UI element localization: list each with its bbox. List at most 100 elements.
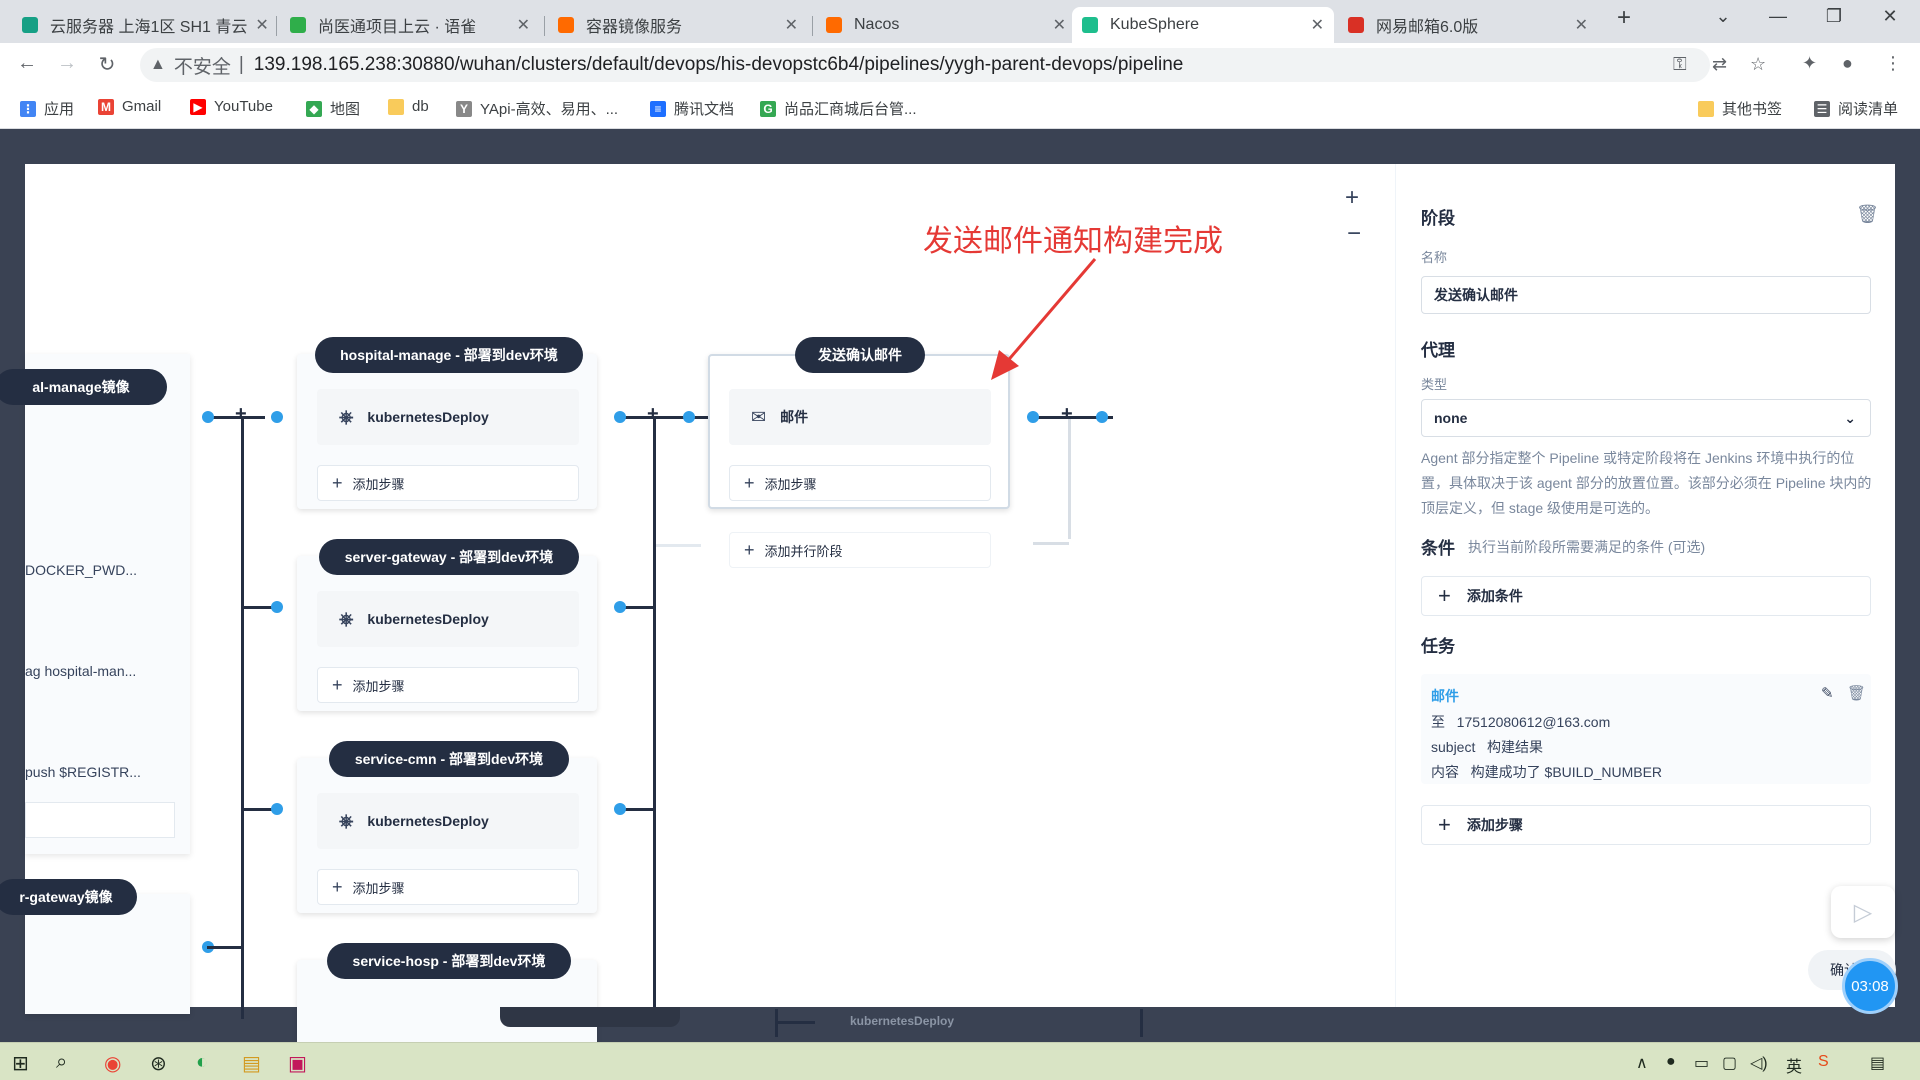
tab-163-mail[interactable]: 网易邮箱6.0版 ✕ (1338, 7, 1598, 43)
kubernetes-icon: ⎈ (339, 608, 354, 629)
tab-qingcloud[interactable]: 云服务器 上海1区 SH1 青云 ✕ (12, 7, 272, 43)
edit-icon[interactable]: ✎ (1821, 685, 1834, 702)
pipeline-canvas[interactable]: + − al-manage镜像 DOCKER_PWD... ag hospita… (0, 164, 1395, 1060)
reading-list[interactable]: ☰阅读清单 (1814, 98, 1898, 119)
add-step-button[interactable]: +添加步骤 (1421, 805, 1871, 845)
stage-title[interactable]: service-cmn - 部署到dev环境 (329, 741, 569, 777)
add-stage-icon[interactable]: + (1061, 403, 1073, 425)
stage-title[interactable]: server-gateway - 部署到dev环境 (319, 539, 579, 575)
windows-start-icon[interactable]: ⊞ (12, 1053, 29, 1075)
bookmark-youtube[interactable]: ▶YouTube (190, 98, 273, 115)
add-stage-icon[interactable]: + (235, 403, 247, 425)
agent-type-select[interactable]: none ⌄ (1421, 399, 1871, 437)
zoom-in-icon[interactable]: + (1345, 184, 1360, 211)
tab-kubesphere[interactable]: KubeSphere ✕ (1072, 7, 1334, 43)
add-step-button[interactable]: +添加步骤 (317, 465, 579, 501)
left-step-text: DOCKER_PWD... (25, 562, 138, 578)
stage-title[interactable]: service-hosp - 部署到dev环境 (327, 943, 571, 979)
condition-hint: 执行当前阶段所需要满足的条件 (可选) (1468, 539, 1706, 555)
gmail-icon: M (98, 98, 114, 115)
stage-name-input[interactable]: 发送确认邮件 (1421, 276, 1871, 314)
tab-nacos[interactable]: Nacos ✕ (816, 7, 1076, 43)
add-step-button[interactable]: +添加步骤 (317, 667, 579, 703)
key-icon[interactable]: ⚿ (1673, 54, 1687, 74)
star-icon[interactable]: ☆ (1750, 54, 1767, 74)
chrome-icon[interactable]: ◉ (104, 1053, 122, 1075)
close-tab-icon[interactable]: ✕ (784, 17, 798, 34)
task-heading: 任务 (1421, 637, 1455, 656)
app-icon[interactable]: ⊛ (150, 1053, 167, 1075)
close-tab-icon[interactable]: ✕ (516, 17, 530, 34)
close-tab-icon[interactable]: ✕ (1052, 17, 1066, 34)
close-tab-icon[interactable]: ✕ (255, 17, 269, 34)
add-step-button[interactable]: +添加步骤 (317, 869, 579, 905)
tab-yuque[interactable]: 尚医通项目上云 · 语雀 ✕ (280, 7, 540, 43)
close-tab-icon[interactable]: ✕ (1574, 17, 1588, 34)
left-add-step[interactable] (25, 802, 175, 838)
new-tab-button[interactable]: + (1616, 4, 1631, 31)
maps-icon: ◆ (306, 100, 322, 117)
connector-dot (271, 411, 283, 423)
step-mail[interactable]: ✉邮件 (729, 389, 991, 445)
reading-list-icon: ☰ (1814, 100, 1830, 117)
address-bar[interactable]: ▲ 不安全 | 139.198.165.238:30880/wuhan/clus… (140, 48, 1766, 82)
stage-title[interactable]: al-manage镜像 (0, 369, 167, 405)
profile-icon[interactable]: ● (1842, 53, 1853, 73)
play-icon[interactable]: ▷ (1831, 886, 1895, 938)
bookmark-other[interactable]: 其他书签 (1698, 98, 1782, 119)
zoom-out-icon[interactable]: − (1347, 220, 1362, 247)
volume-icon[interactable]: ◁) (1750, 1055, 1768, 1072)
plus-icon: + (332, 472, 343, 493)
extensions-icon[interactable]: ✦ (1802, 53, 1818, 73)
translate-icon[interactable]: ⇄ (1712, 54, 1728, 74)
tab-container-registry[interactable]: 容器镜像服务 ✕ (548, 7, 808, 43)
bookmark-tencent-docs[interactable]: ≡腾讯文档 (650, 98, 734, 119)
sogou-icon[interactable]: S (1818, 1053, 1829, 1070)
url-text[interactable]: 139.198.165.238:30880/wuhan/clusters/def… (253, 54, 1184, 75)
add-condition-button[interactable]: +添加条件 (1421, 576, 1871, 616)
back-icon[interactable]: ← (17, 52, 37, 74)
close-tab-icon[interactable]: ✕ (1310, 17, 1324, 34)
search-icon[interactable]: ⌕ (56, 1051, 68, 1073)
bookmark-maps[interactable]: ◆地图 (306, 98, 360, 119)
step-kubernetes-deploy[interactable]: ⎈kubernetesDeploy (317, 389, 579, 445)
network-icon[interactable]: ▢ (1722, 1055, 1738, 1072)
bookmark-db[interactable]: db (388, 98, 429, 115)
stage-title[interactable]: r-gateway镜像 (0, 879, 137, 915)
kubernetes-icon: ⎈ (339, 406, 354, 427)
forward-icon[interactable]: → (57, 52, 77, 74)
minimize-icon[interactable]: — (1769, 6, 1787, 26)
body-value: 构建成功了 $BUILD_NUMBER (1470, 764, 1663, 780)
tab-title: 尚医通项目上云 · 语雀 (318, 19, 477, 36)
maximize-icon[interactable]: ❐ (1825, 6, 1843, 26)
stage-title[interactable]: hospital-manage - 部署到dev环境 (315, 337, 583, 373)
menu-icon[interactable]: ⋮ (1884, 53, 1902, 73)
kubernetes-icon: ⎈ (339, 810, 354, 831)
add-parallel-stage-button[interactable]: +添加并行阶段 (729, 532, 991, 568)
app-icon[interactable]: ◐ (196, 1051, 209, 1073)
stage-title[interactable]: 发送确认邮件 (795, 337, 925, 373)
reload-icon[interactable]: ↻ (98, 54, 116, 76)
add-step-button[interactable]: +添加步骤 (729, 465, 991, 501)
delete-stage-icon[interactable]: 🗑 (1856, 204, 1879, 224)
task-card[interactable]: 邮件 ✎ 🗑 至 17512080612@163.com subject 构建结… (1421, 674, 1871, 784)
delete-task-icon[interactable]: 🗑 (1847, 685, 1867, 702)
step-kubernetes-deploy[interactable]: ⎈kubernetesDeploy (317, 793, 579, 849)
close-window-icon[interactable]: ✕ (1882, 6, 1898, 26)
to-value: 17512080612@163.com (1456, 714, 1611, 730)
tab-search-icon[interactable]: ⌄ (1715, 6, 1731, 26)
notification-icon[interactable]: ▤ (1870, 1055, 1886, 1072)
microphone-icon[interactable]: ● (1666, 1053, 1676, 1070)
battery-icon[interactable]: ▭ (1694, 1055, 1710, 1072)
intellij-icon[interactable]: ▣ (288, 1053, 307, 1075)
ime-icon[interactable]: 英 (1786, 1059, 1803, 1076)
tray-chevron-icon[interactable]: ∧ (1636, 1055, 1648, 1072)
bookmark-apps[interactable]: ⋮应用 (20, 100, 75, 118)
file-explorer-icon[interactable]: ▤ (242, 1053, 261, 1075)
step-kubernetes-deploy[interactable]: ⎈kubernetesDeploy (317, 591, 579, 647)
annotation-arrow-icon (991, 258, 1097, 380)
add-stage-icon[interactable]: + (647, 403, 659, 425)
